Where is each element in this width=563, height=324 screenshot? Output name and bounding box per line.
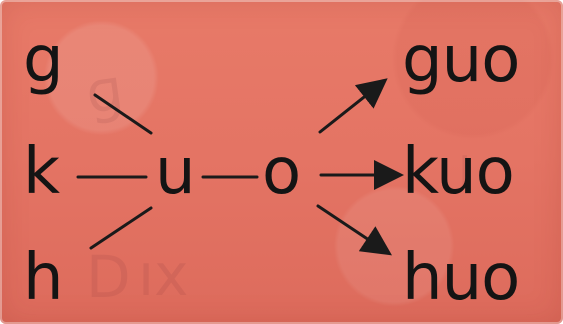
result-kuo: kuo (402, 135, 515, 209)
initial-h: h (23, 241, 64, 315)
result-huo: huo (402, 241, 520, 315)
line-g-to-u (93, 93, 153, 135)
arrow-o-to-guo (318, 78, 388, 134)
arrow-o-to-huo (316, 204, 392, 256)
initial-g: g (23, 23, 64, 97)
result-guo: guo (402, 23, 520, 97)
middle-u: u (155, 135, 196, 209)
middle-o: o (262, 135, 301, 209)
initial-k: k (23, 135, 60, 209)
line-h-to-u (89, 206, 153, 250)
